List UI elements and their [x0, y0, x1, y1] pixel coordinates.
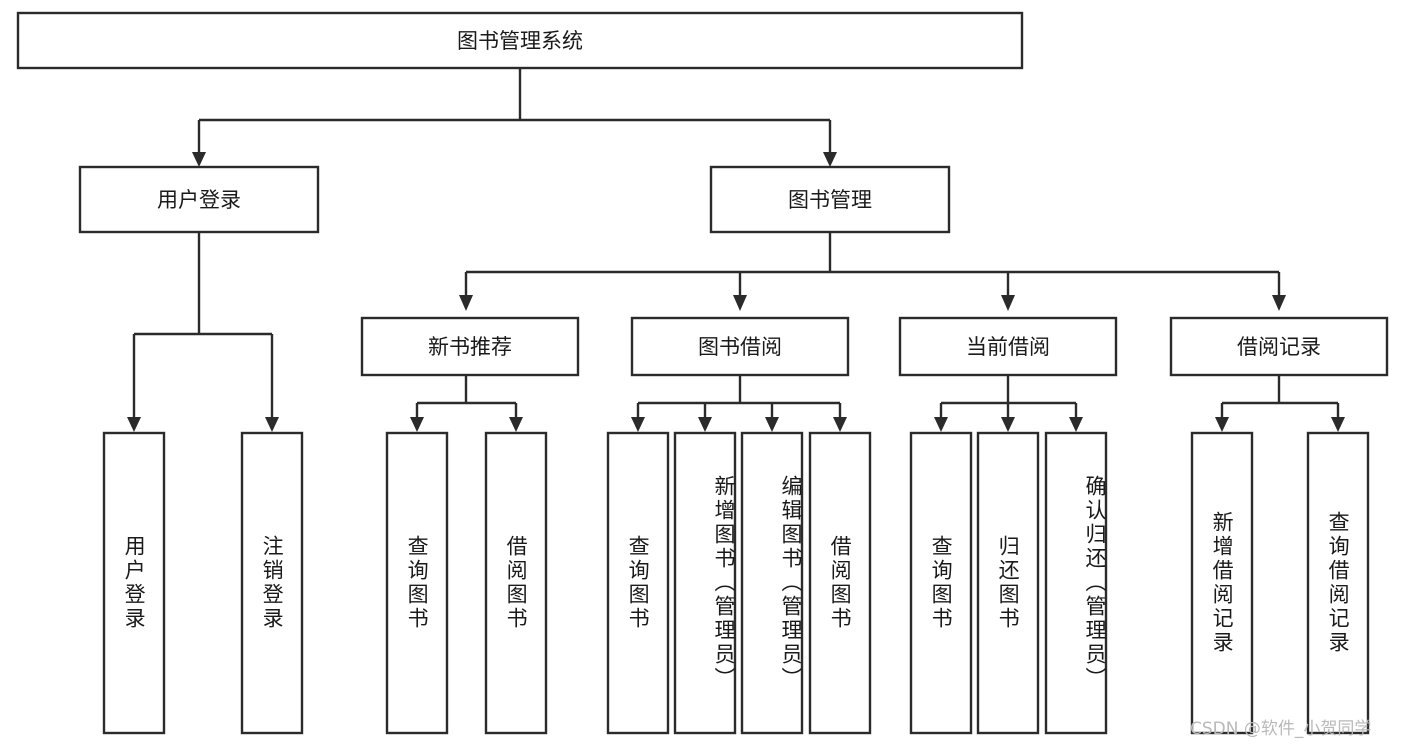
arrow-borrow-record	[1272, 295, 1286, 311]
connector-group-borrow-record	[1215, 375, 1345, 432]
leaf-box-user-login[interactable]	[102, 431, 166, 735]
connector-group-new-book	[410, 375, 523, 432]
arrow-cb-leaf2	[1001, 417, 1015, 432]
arrow-leaf-logout	[265, 417, 279, 432]
node-root-box[interactable]	[16, 11, 1024, 70]
connector-group-book-mgmt	[459, 232, 1286, 311]
connector-group-user-login	[127, 232, 279, 432]
node-new-book-recommend-label: 新书推荐	[428, 335, 512, 359]
leaf-box-bb-edit-book[interactable]	[740, 431, 804, 735]
leaf-box-br-query-record[interactable]	[1306, 431, 1370, 735]
node-current-borrow-label: 当前借阅	[966, 335, 1050, 359]
arrow-book-borrow	[733, 295, 747, 311]
connector-group-root	[192, 68, 837, 167]
node-borrow-record-label: 借阅记录	[1237, 335, 1321, 359]
leaf-box-br-add-record[interactable]	[1190, 431, 1254, 735]
arrow-book-mgmt	[823, 152, 837, 167]
arrow-nb-leaf1	[410, 417, 424, 432]
node-root-label: 图书管理系统	[457, 29, 583, 53]
leaf-box-bb-add-book[interactable]	[673, 431, 737, 735]
arrow-new-book	[459, 295, 473, 311]
leaf-box-nb-query-book[interactable]	[385, 431, 449, 735]
arrow-nb-leaf2	[509, 417, 523, 432]
connector-group-book-borrow	[631, 375, 847, 432]
node-new-book-recommend-box[interactable]	[360, 316, 580, 377]
arrow-bb-leaf1	[631, 417, 645, 432]
node-book-borrow-label: 图书借阅	[698, 335, 782, 359]
node-book-borrow-box[interactable]	[630, 316, 850, 377]
arrow-cb-leaf3	[1069, 417, 1083, 432]
arrow-bb-leaf2	[698, 417, 712, 432]
arrow-current-borrow	[1001, 295, 1015, 311]
arrow-br-leaf2	[1331, 417, 1345, 432]
arrow-br-leaf1	[1215, 417, 1229, 432]
node-current-borrow-box[interactable]	[898, 316, 1118, 377]
arrow-user-login	[192, 152, 206, 167]
watermark-text: CSDN @软件_小贺同学	[1190, 719, 1372, 739]
arrow-cb-leaf1	[934, 417, 948, 432]
node-book-management-box[interactable]	[709, 165, 951, 234]
leaf-box-bb-query-book[interactable]	[606, 431, 670, 735]
leaf-box-cb-return-book[interactable]	[976, 431, 1040, 735]
node-user-login-label: 用户登录	[157, 188, 241, 212]
arrow-bb-leaf3	[765, 417, 779, 432]
leaf-box-cb-confirm-return[interactable]	[1044, 431, 1108, 735]
leaf-box-logout[interactable]	[240, 431, 304, 735]
node-borrow-record-box[interactable]	[1169, 316, 1389, 377]
node-book-management-label: 图书管理	[788, 188, 872, 212]
arrow-bb-leaf4	[833, 417, 847, 432]
leaf-box-bb-borrow-book[interactable]	[808, 431, 872, 735]
connector-group-current-borrow	[934, 375, 1083, 432]
leaf-box-cb-query-book[interactable]	[909, 431, 973, 735]
node-user-login-box[interactable]	[78, 165, 320, 234]
arrow-leaf-user-login	[127, 417, 141, 432]
leaf-box-nb-borrow-book[interactable]	[484, 431, 548, 735]
